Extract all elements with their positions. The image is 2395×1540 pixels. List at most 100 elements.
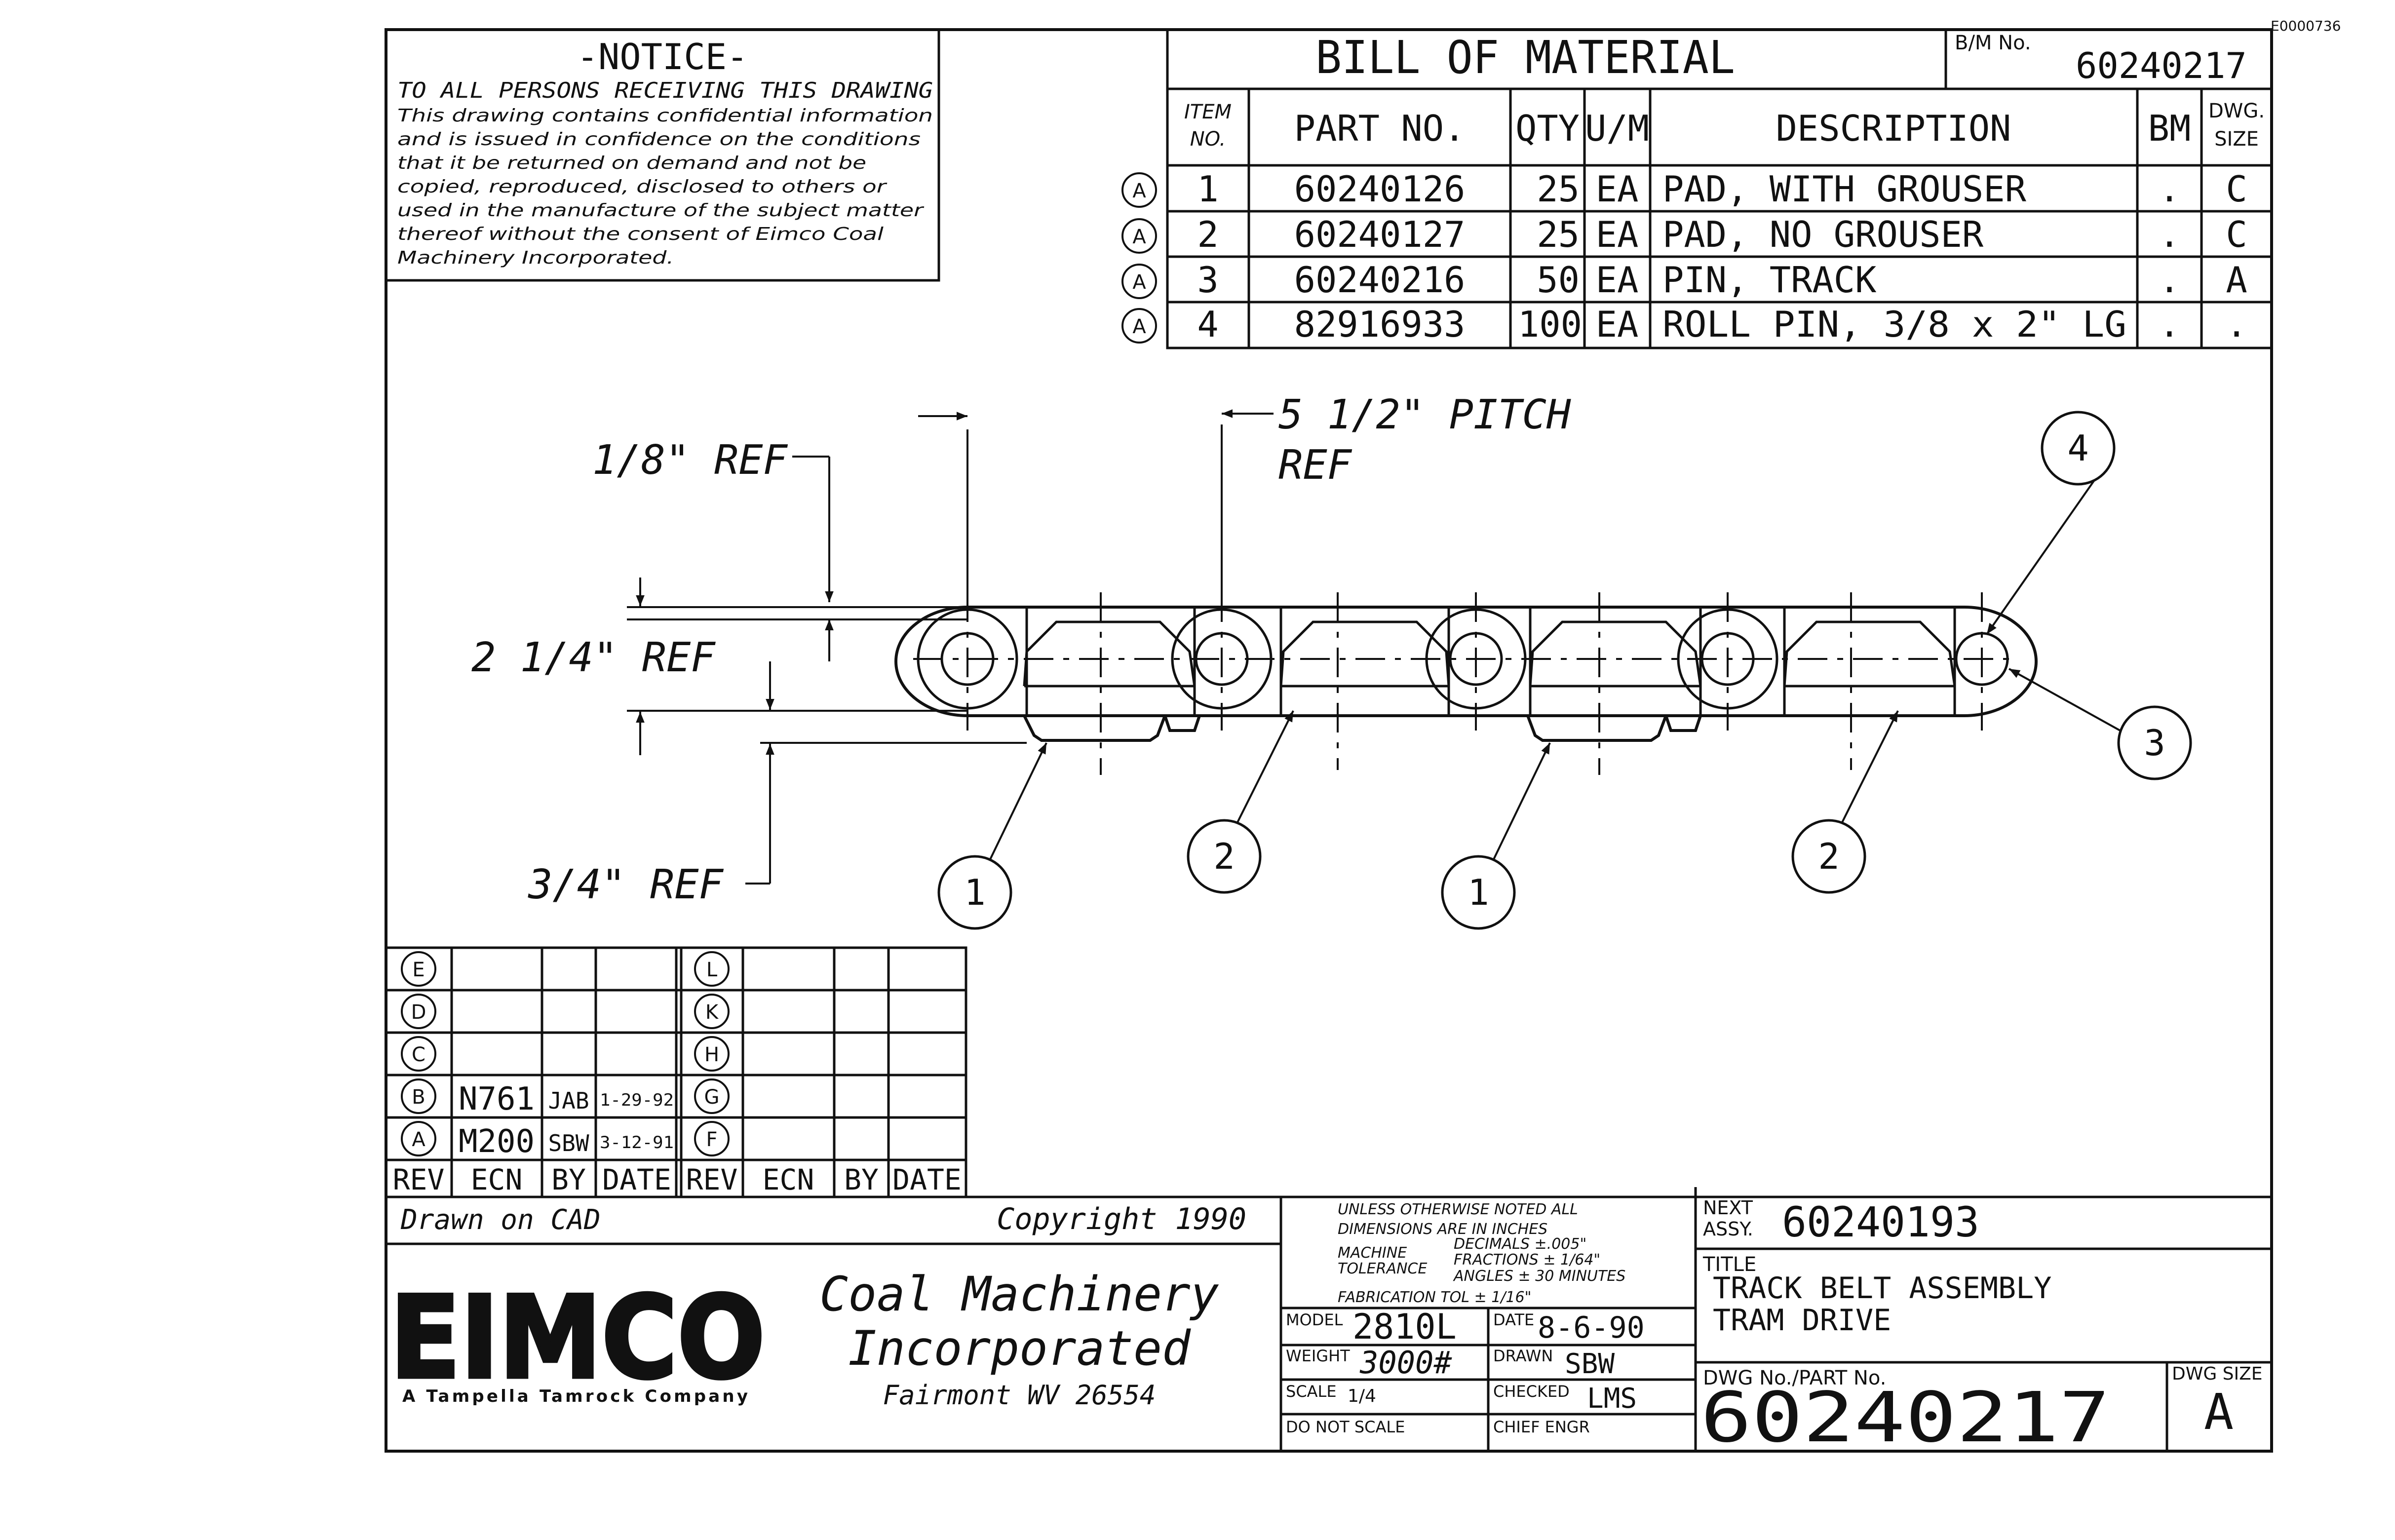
bom-row-item: 4 (1197, 304, 1218, 345)
notice-line: and is issued in confidence on the condi… (397, 129, 921, 150)
next-assy-label: NEXT (1703, 1197, 1753, 1219)
bom-header-bm: BM (2148, 108, 2191, 149)
revision-header: BY (551, 1163, 586, 1196)
revision-row: D K (401, 994, 730, 1029)
date-label: DATE (1493, 1310, 1534, 1329)
bom-row-size: C (2226, 168, 2247, 210)
balloon-label: 2 (1213, 836, 1235, 877)
revision-by: SBW (548, 1130, 589, 1156)
notice-line: that it be returned on demand and not be (397, 153, 866, 173)
company-name: Incorporated (848, 1321, 1191, 1376)
bom-row-um: EA (1596, 168, 1639, 210)
bom-row-bm: . (2159, 214, 2180, 255)
bom-row: A 2 60240127 25 EA PAD, NO GROUSER . C (1121, 214, 2247, 255)
logo-text: EIMCO (390, 1272, 765, 1404)
bom-header-item: NO. (1190, 128, 1226, 151)
bom-row-description: PAD, NO GROUSER (1662, 214, 1984, 255)
balloon-label: 1 (964, 872, 985, 913)
bom-row-item: 1 (1197, 168, 1218, 210)
bom-row-rev: A (1132, 271, 1146, 294)
notice-line: thereof without the consent of Eimco Coa… (397, 224, 884, 244)
revision-header: DATE (602, 1163, 671, 1196)
bom-row-qty: 25 (1537, 168, 1580, 210)
title-block-frame (386, 1187, 2272, 1451)
bom-title: BILL OF MATERIAL (1315, 31, 1735, 84)
bom-row-um: EA (1596, 259, 1639, 301)
weight-label: WEIGHT (1286, 1347, 1350, 1365)
notice-line: used in the manufacture of the subject m… (397, 200, 925, 221)
drawn-label: DRAWN (1493, 1347, 1553, 1365)
tolerance-machine: TOLERANCE (1338, 1260, 1427, 1277)
dimension-lines (627, 409, 2121, 885)
weight-value: 3000# (1359, 1345, 1452, 1381)
balloon-label: 1 (1468, 872, 1489, 913)
revision-letter: K (705, 1001, 719, 1024)
bom-header-qty: QTY (1515, 108, 1580, 149)
notice-line: This drawing contains confidential infor… (397, 106, 933, 126)
revision-row: A M200 SBW 3-12-91 F (401, 1121, 730, 1160)
bom-header-um: U/M (1585, 108, 1649, 149)
do-not-scale: DO NOT SCALE (1286, 1418, 1405, 1436)
bom-row-description: PIN, TRACK (1662, 259, 1877, 301)
revision-ecn: N761 (459, 1081, 535, 1117)
bom-row-qty: 100 (1518, 304, 1582, 345)
bom-header-description: DESCRIPTION (1776, 108, 2011, 149)
bom-header-item: ITEM (1184, 101, 1232, 123)
model-value: 2810L (1352, 1307, 1457, 1347)
checked-value: LMS (1587, 1383, 1637, 1415)
revision-letter: A (412, 1128, 425, 1151)
notice-line: Machinery Incorporated. (397, 248, 674, 268)
revision-header: REV (393, 1163, 445, 1196)
bom-header-dwg-size: DWG. (2208, 100, 2265, 122)
revision-row: C H (401, 1036, 730, 1072)
eimco-logo: EIMCO A Tampella Tamrock Company (388, 1271, 767, 1407)
dwg-number-label: DWG No./PART No. (1703, 1367, 1886, 1389)
revision-letter: D (411, 1001, 426, 1024)
dwg-size: A (2204, 1383, 2234, 1441)
next-assy-label: ASSY. (1703, 1218, 1753, 1240)
balloon: 3 (2117, 705, 2192, 780)
bom-row-um: EA (1596, 214, 1639, 255)
bom-header-part-no: PART NO. (1294, 108, 1466, 149)
drawing-title: TRACK BELT ASSEMBLY (1713, 1271, 2051, 1306)
revision-letter: F (706, 1128, 717, 1151)
tolerance-note: DIMENSIONS ARE IN INCHES (1338, 1221, 1547, 1238)
drawing-subtitle: TRAM DRIVE (1713, 1303, 1891, 1338)
dim-2-1-4-ref: 2 1/4" REF (471, 634, 716, 681)
model-label: MODEL (1286, 1310, 1343, 1329)
revision-row: B N761 JAB 1-29-92 G (401, 1078, 730, 1117)
revision-header: ECN (763, 1163, 814, 1196)
bom-row-um: EA (1596, 304, 1639, 345)
notice-heading: -NOTICE- (577, 36, 748, 77)
balloon-label: 4 (2067, 427, 2088, 469)
bom-row-rev: A (1132, 315, 1146, 338)
bom-row-rev: A (1132, 180, 1146, 202)
balloon: 1 (937, 855, 1012, 930)
bom-row-item: 2 (1197, 214, 1218, 255)
checked-label: CHECKED (1493, 1382, 1570, 1401)
bom-row-qty: 50 (1537, 259, 1580, 301)
dim-1-8-ref: 1/8" REF (592, 437, 788, 484)
drawn-value: SBW (1565, 1348, 1615, 1380)
bom-row-rev: A (1132, 226, 1146, 248)
revision-letter: H (704, 1043, 719, 1066)
notice-subheading: TO ALL PERSONS RECEIVING THIS DRAWING (397, 78, 933, 103)
bom-row-bm: . (2159, 304, 2180, 345)
scale-label: SCALE (1286, 1382, 1337, 1401)
dwg-number: 60240217 (1700, 1378, 2110, 1458)
revision-letter: B (412, 1086, 425, 1109)
bom-row-description: PAD, WITH GROUSER (1662, 168, 2027, 210)
title-label: TITLE (1702, 1253, 1756, 1276)
dim-3-4-ref: 3/4" REF (528, 861, 724, 908)
tolerance-fractions: FRACTIONS ± 1/64" (1454, 1251, 1600, 1269)
revision-by: JAB (548, 1087, 589, 1114)
balloon: 2 (1187, 819, 1262, 894)
bom-row: A 1 60240126 25 EA PAD, WITH GROUSER . C (1121, 168, 2247, 210)
balloon: 2 (1791, 819, 1866, 894)
tolerance-note: UNLESS OTHERWISE NOTED ALL (1338, 1201, 1578, 1218)
notice-box: -NOTICE- TO ALL PERSONS RECEIVING THIS D… (385, 28, 940, 282)
revision-letter: G (704, 1086, 720, 1109)
revision-letter: C (412, 1043, 425, 1066)
revision-date: 3-12-91 (600, 1133, 674, 1153)
